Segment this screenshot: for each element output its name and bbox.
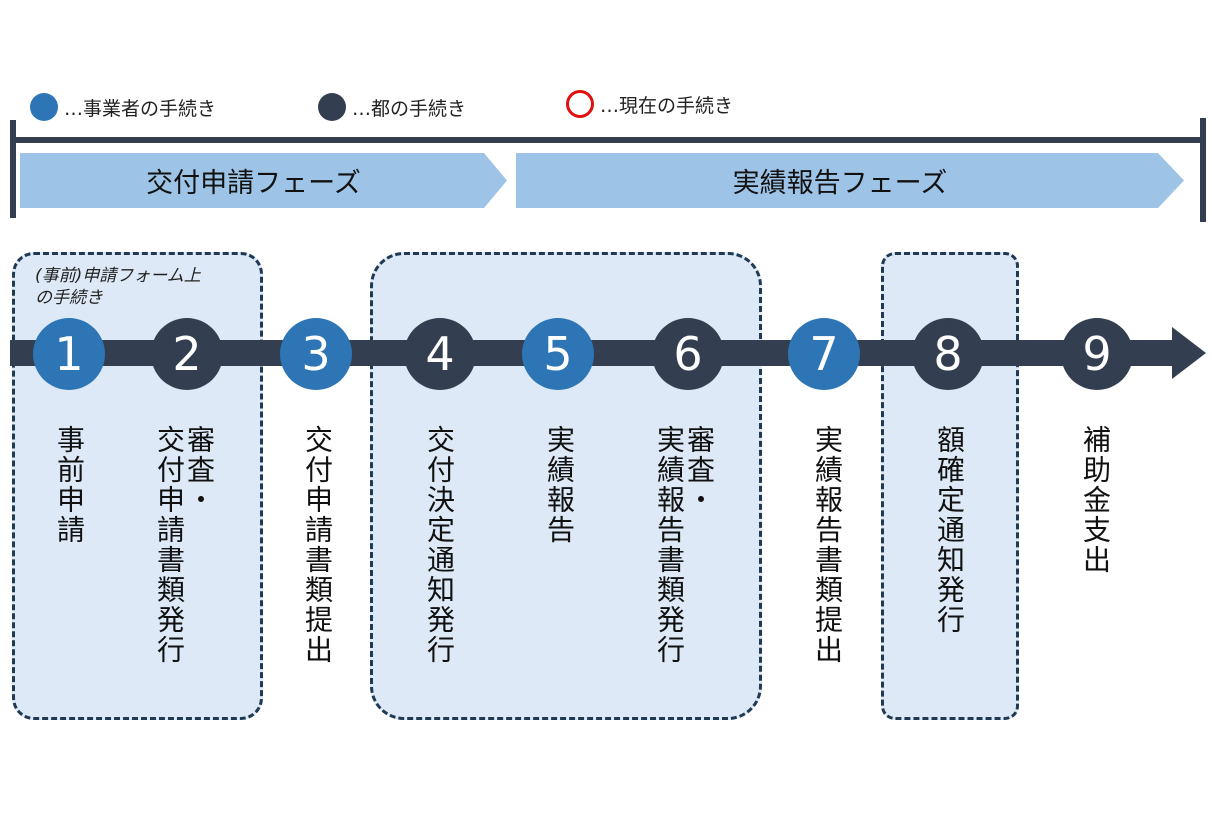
step-label-2-line-1: 審査・ [183, 425, 216, 515]
step-label-8: 額確定通知発行 [933, 425, 966, 635]
step-label-6: 審査・ 実績報告書類発行 [653, 425, 716, 665]
step-label-2: 審査・ 交付申請書類発行 [153, 425, 216, 665]
phase-performance-report-label: 実績報告フェーズ [732, 168, 948, 199]
legend-city: …都の手続き [318, 92, 466, 122]
business-step-icon [30, 93, 58, 121]
step-node-1: 1 [33, 318, 105, 390]
legend-business-label: …事業者の手続き [64, 97, 217, 120]
step-number: 6 [673, 327, 703, 381]
step-number: 1 [54, 327, 84, 381]
step-node-8: 8 [912, 318, 984, 390]
phase-grant-application: 交付申請フェーズ [20, 153, 507, 208]
timeline-arrow-icon [1172, 327, 1206, 379]
legend-business: …事業者の手続き [30, 92, 216, 122]
step-label-3: 交付申請書類提出 [301, 425, 334, 665]
bracket-left [10, 120, 16, 218]
step-label-5: 実績報告 [543, 425, 576, 545]
group-note-line-2: の手続き [35, 288, 103, 308]
step-node-2: 2 [151, 318, 223, 390]
step-number: 4 [425, 327, 455, 381]
step-number: 7 [809, 327, 839, 381]
phase-performance-report: 実績報告フェーズ [516, 153, 1184, 208]
step-label-1: 事前申請 [53, 425, 86, 545]
current-step-icon [566, 90, 594, 118]
legend-city-label: …都の手続き [352, 97, 467, 120]
step-node-9: 9 [1061, 318, 1133, 390]
bracket-right [1200, 118, 1206, 222]
step-label-4: 交付決定通知発行 [423, 425, 456, 665]
group-note-line-1: (事前)申請フォーム上 [35, 266, 201, 286]
step-label-6-line-1: 審査・ [683, 425, 716, 515]
step-node-5: 5 [522, 318, 594, 390]
step-node-6: 6 [652, 318, 724, 390]
step-label-6-line-2: 実績報告書類発行 [653, 425, 686, 665]
bracket-top [10, 137, 1206, 143]
city-step-icon [318, 93, 346, 121]
step-number: 2 [172, 327, 202, 381]
step-number: 8 [933, 327, 963, 381]
legend-current-label: …現在の手続き [600, 94, 734, 117]
step-node-7: 7 [788, 318, 860, 390]
step-number: 9 [1082, 327, 1112, 381]
step-node-3: 3 [280, 318, 352, 390]
step-label-7: 実績報告書類提出 [811, 425, 844, 665]
step-label-2-line-2: 交付申請書類発行 [153, 425, 186, 665]
legend-current: …現在の手続き [566, 89, 733, 119]
group-note: (事前)申請フォーム上 の手続き [35, 265, 201, 309]
step-label-9: 補助金支出 [1079, 425, 1112, 575]
step-number: 3 [301, 327, 331, 381]
step-node-4: 4 [404, 318, 476, 390]
phase-grant-application-label: 交付申請フェーズ [146, 168, 361, 199]
step-number: 5 [543, 327, 573, 381]
